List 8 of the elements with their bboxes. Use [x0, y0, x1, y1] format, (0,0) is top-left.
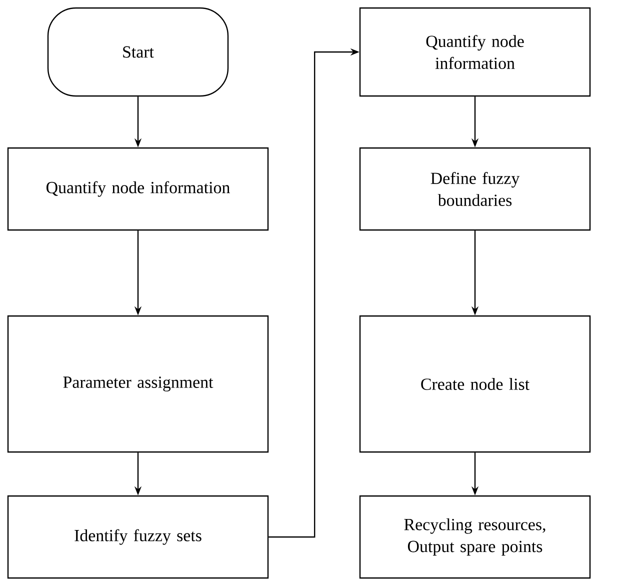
process-box: Define fuzzy boundaries [359, 147, 591, 231]
process-box: Parameter assignment [7, 315, 269, 453]
process-box: Quantify node information [7, 147, 269, 231]
process-box: Identify fuzzy sets [7, 495, 269, 579]
process-box: Quantify node information [359, 7, 591, 97]
start-terminal: Start [47, 7, 229, 97]
process-box: Recycling resources, Output spare points [359, 495, 591, 579]
process-box: Create node list [359, 315, 591, 453]
